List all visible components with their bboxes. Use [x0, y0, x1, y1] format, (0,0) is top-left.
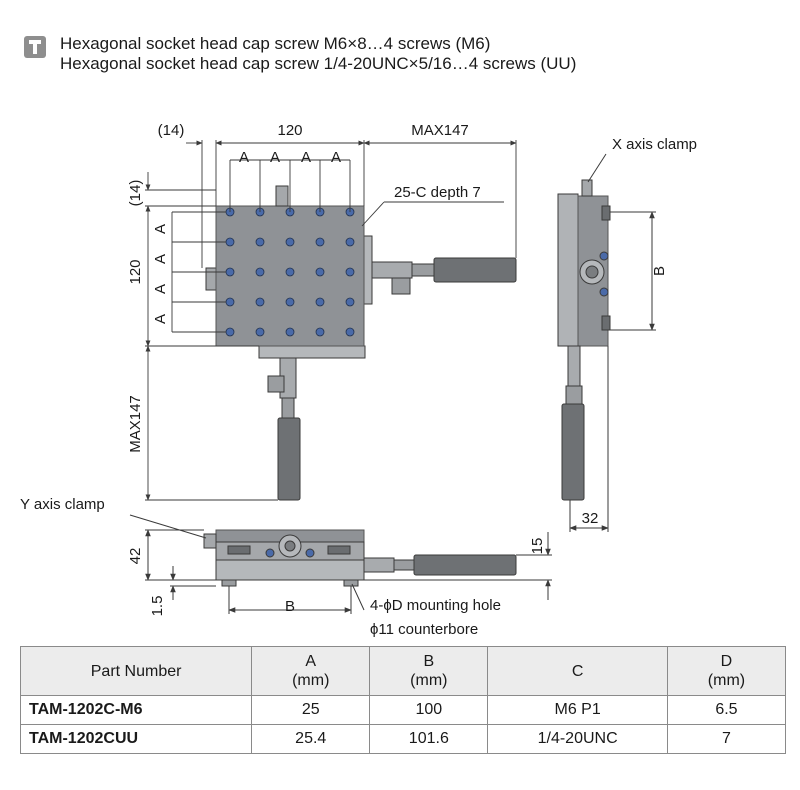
tapped-hole [285, 297, 295, 307]
tapped-hole [225, 237, 235, 247]
tapped-hole [315, 327, 325, 337]
stage-drawing: A A A A A A A A (14) 120 MAX147 (14) 120… [20, 122, 697, 638]
b-cell: 101.6 [369, 724, 489, 754]
front-view [129, 514, 552, 614]
a-cell: 25 [251, 695, 371, 725]
tapped-hole [225, 267, 235, 277]
d-cell: 6.5 [666, 695, 787, 725]
pitch-label: A [239, 149, 249, 166]
tapped-hole-grid [225, 207, 355, 337]
table-row: TAM-1202C-M6 25 100 M6 P1 6.5 [19, 695, 787, 725]
dim-1-5: 1.5 [149, 596, 166, 617]
side-view-right [557, 153, 656, 532]
c-cell: M6 P1 [487, 695, 668, 725]
screw-spec-uu: Hexagonal socket head cap screw 1/4-20UN… [60, 54, 577, 73]
tapped-hole [315, 237, 325, 247]
tapped-hole [345, 237, 355, 247]
col-d: D(mm) [666, 646, 787, 696]
pitch-label: A [331, 149, 341, 166]
col-a: A(mm) [251, 646, 371, 696]
top-view [205, 185, 517, 501]
pitch-label: A [152, 254, 169, 264]
dim-14-left: (14) [127, 180, 144, 207]
tapped-hole [255, 237, 265, 247]
b-cell: 100 [369, 695, 489, 725]
pitch-label: A [152, 314, 169, 324]
dim-120-left: 120 [127, 259, 144, 284]
tapped-hole [345, 297, 355, 307]
counterbore-label: ϕ11 counterbore [370, 621, 478, 638]
screw-note-icon [24, 36, 46, 58]
mounting-hole-label: 4-ϕD mounting hole [370, 597, 501, 614]
tapped-hole [315, 297, 325, 307]
top-dimensions [145, 140, 517, 501]
part-number-cell: TAM-1202CUU [19, 724, 253, 754]
dim-42: 42 [127, 548, 144, 565]
dim-32: 32 [582, 510, 599, 527]
d-cell: 7 [666, 724, 787, 754]
table-row: TAM-1202CUU 25.4 101.6 1/4-20UNC 7 [19, 724, 787, 754]
dim-120-top: 120 [277, 122, 302, 139]
pitch-labels: A A A A A A A A [152, 149, 341, 324]
tapped-hole [285, 237, 295, 247]
table-header-row: Part Number A(mm) B(mm) C D(mm) [19, 646, 787, 696]
col-c: C [487, 646, 668, 696]
screw-spec-m6: Hexagonal socket head cap screw M6×8…4 s… [60, 34, 491, 53]
dim-b-side: B [651, 266, 668, 276]
part-number-cell: TAM-1202C-M6 [19, 695, 253, 725]
dim-b-bottom: B [285, 598, 295, 615]
tapped-hole [345, 267, 355, 277]
tapped-hole [225, 327, 235, 337]
dim-max147-left: MAX147 [127, 395, 144, 453]
pitch-label: A [152, 224, 169, 234]
tapped-hole [345, 327, 355, 337]
tapped-hole [285, 327, 295, 337]
tapped-hole [255, 297, 265, 307]
y-axis-clamp-label: Y axis clamp [20, 496, 105, 513]
pitch-label: A [270, 149, 280, 166]
tapped-hole [315, 267, 325, 277]
x-axis-clamp-label: X axis clamp [612, 136, 697, 153]
chamfer-label: 25-C depth 7 [394, 184, 481, 201]
col-part-number: Part Number [19, 646, 253, 696]
a-cell: 25.4 [251, 724, 371, 754]
c-cell: 1/4-20UNC [487, 724, 668, 754]
spec-table: Part Number A(mm) B(mm) C D(mm) TAM-1202… [19, 646, 787, 754]
tapped-hole [285, 267, 295, 277]
tapped-hole [255, 267, 265, 277]
tapped-hole [255, 327, 265, 337]
tapped-hole [225, 297, 235, 307]
pitch-label: A [152, 284, 169, 294]
dim-15: 15 [529, 538, 546, 555]
col-b: B(mm) [369, 646, 489, 696]
pitch-label: A [301, 149, 311, 166]
dim-max147-top: MAX147 [411, 122, 469, 139]
dim-14-top: (14) [158, 122, 185, 139]
